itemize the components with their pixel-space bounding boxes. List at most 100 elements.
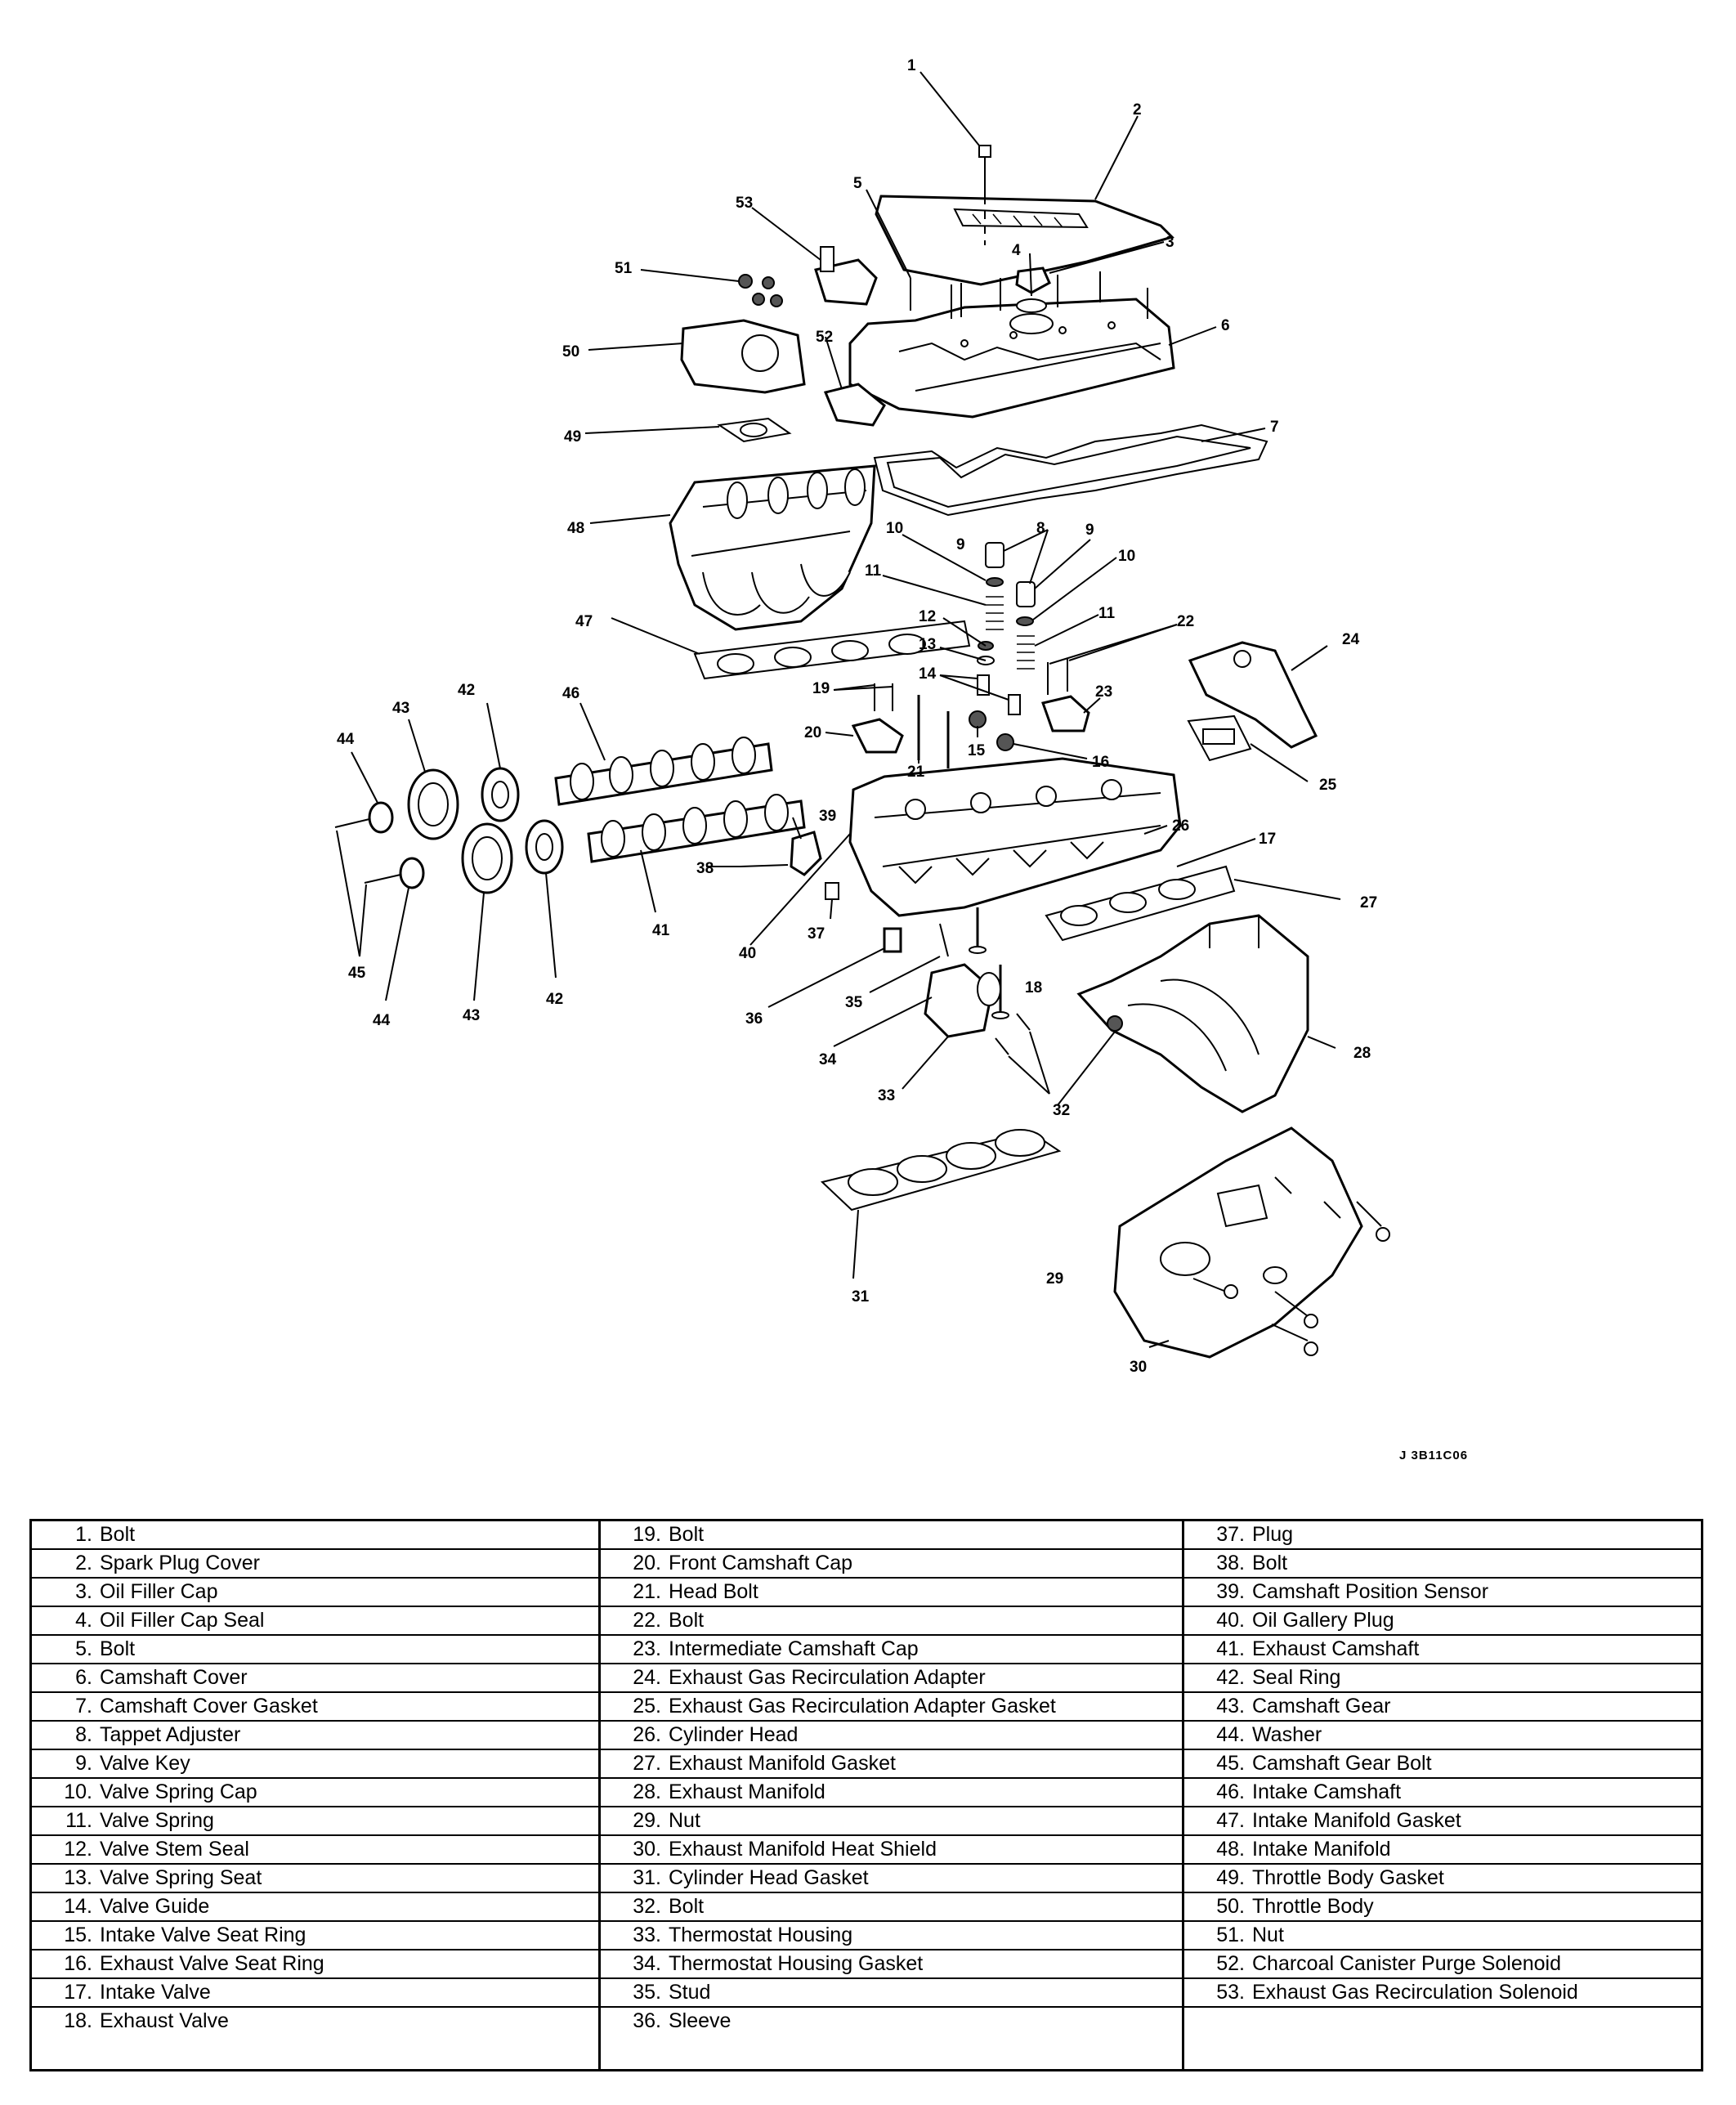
legend-item-name: Bolt	[669, 1609, 705, 1632]
legend-item-name: Oil Gallery Plug	[1252, 1609, 1394, 1632]
legend-row: 40.Oil Gallery Plug	[1184, 1607, 1701, 1636]
legend-item-name: Exhaust Gas Recirculation Adapter Gasket	[669, 1695, 1056, 1718]
legend-item-number: 39.	[1216, 1580, 1245, 1603]
callout-11b: 11	[1098, 605, 1116, 622]
legend-row: 11.Valve Spring	[32, 1807, 598, 1836]
legend-item-name: Exhaust Camshaft	[1252, 1637, 1420, 1660]
callout-15: 15	[968, 742, 986, 759]
leader-lines	[336, 71, 1341, 1348]
exhaust-manifold-heat-shield	[1113, 1126, 1363, 1359]
legend-row: 7.Camshaft Cover Gasket	[32, 1693, 598, 1722]
legend-item-number: 26.	[633, 1723, 661, 1746]
legend-row: 19.Bolt	[601, 1521, 1182, 1550]
callout-9a: 9	[956, 536, 965, 553]
legend-item-number: 8.	[75, 1723, 92, 1746]
callout-28: 28	[1353, 1045, 1371, 1062]
legend-item-name: Thermostat Housing Gasket	[669, 1952, 924, 1975]
oil-filler-cap	[1015, 266, 1051, 313]
legend-item-name: Intake Valve Seat Ring	[100, 1924, 306, 1946]
legend-row: 30.Exhaust Manifold Heat Shield	[601, 1836, 1182, 1865]
callout-25: 25	[1319, 777, 1337, 794]
callout-53: 53	[736, 195, 753, 212]
legend-item-name: Nut	[669, 1809, 700, 1832]
legend-item-name: Exhaust Gas Recirculation Adapter	[669, 1666, 986, 1689]
legend-row: 22. Bolt	[601, 1607, 1182, 1636]
legend-row: 1.Bolt	[32, 1521, 598, 1550]
legend-item-name: Oil Filler Cap Seal	[100, 1609, 265, 1632]
callout-42b: 42	[546, 991, 563, 1008]
legend-row: 53.Exhaust Gas Recirculation Solenoid	[1184, 1979, 1701, 2008]
legend-item-name: Intake Camshaft	[1252, 1780, 1402, 1803]
valves	[969, 907, 1009, 1019]
legend-item-number: 46.	[1216, 1780, 1245, 1803]
legend-item-number: 12.	[64, 1838, 92, 1861]
callout-33: 33	[878, 1087, 895, 1104]
callout-42a: 42	[458, 682, 475, 699]
legend-item-number: 9.	[75, 1752, 92, 1775]
legend-row: 26.Cylinder Head	[601, 1722, 1182, 1750]
callout-16: 16	[1092, 754, 1109, 771]
legend-item-name: Throttle Body	[1252, 1895, 1374, 1918]
legend-item-number: 22.	[633, 1609, 661, 1632]
legend-row: 6.Camshaft Cover	[32, 1664, 598, 1693]
legend-item-number: 34.	[633, 1952, 661, 1975]
legend-item-name: Bolt	[1252, 1552, 1288, 1574]
camshaft-gears	[334, 767, 564, 894]
callout-44a: 44	[337, 731, 355, 748]
cover-bolts	[910, 271, 1148, 319]
legend-row: 50.Throttle Body	[1184, 1893, 1701, 1922]
heat-shield-bolts	[1192, 1201, 1390, 1356]
legend-item-number: 31.	[633, 1866, 661, 1889]
legend-item-number: 44.	[1216, 1723, 1245, 1746]
callout-37: 37	[808, 925, 825, 943]
legend-item-number: 16.	[64, 1952, 92, 1975]
callout-38: 38	[696, 860, 714, 877]
thermostat-housing	[924, 963, 1031, 1055]
legend-row: 39.Camshaft Position Sensor	[1184, 1579, 1701, 1607]
callout-34: 34	[819, 1051, 837, 1068]
callout-11a: 11	[865, 562, 882, 580]
legend-item-name: Oil Filler Cap	[100, 1580, 218, 1603]
legend-row: 21.Head Bolt	[601, 1579, 1182, 1607]
legend-row: 8.Tappet Adjuster	[32, 1722, 598, 1750]
legend-item-number: 3.	[75, 1580, 92, 1603]
callout-30: 30	[1130, 1359, 1147, 1376]
legend-row: 12.Valve Stem Seal	[32, 1836, 598, 1865]
callout-50: 50	[562, 343, 579, 361]
legend-item-name: Head Bolt	[669, 1580, 758, 1603]
exploded-view-drawing: 1 2 3 4 5 6 7 8 9 9 10 10 11 11 12 13 14…	[334, 57, 1390, 1376]
callout-17: 17	[1259, 831, 1276, 848]
legend-row: 9.Valve Key	[32, 1750, 598, 1779]
intake-manifold	[669, 464, 876, 631]
figure-reference-code: J 3B11C06	[1399, 1449, 1469, 1462]
legend-row: 49.Throttle Body Gasket	[1184, 1865, 1701, 1893]
callout-46: 46	[562, 685, 579, 702]
callout-19: 19	[812, 680, 830, 697]
legend-item-name: Bolt	[669, 1523, 705, 1546]
callout-32: 32	[1053, 1102, 1070, 1119]
callout-3: 3	[1166, 234, 1174, 251]
legend-item-number: 42.	[1216, 1666, 1245, 1689]
legend-item-name: Cylinder Head Gasket	[669, 1866, 869, 1889]
valve-train	[969, 542, 1036, 751]
legend-row: 13.Valve Spring Seat	[32, 1865, 598, 1893]
legend-item-name: Bolt	[100, 1637, 136, 1660]
legend-row: 45.Camshaft Gear Bolt	[1184, 1750, 1701, 1779]
exhaust-camshaft	[587, 794, 806, 863]
legend-item-number: 17.	[64, 1981, 92, 2004]
legend-row: 25.Exhaust Gas Recirculation Adapter Gas…	[601, 1693, 1182, 1722]
callout-10a: 10	[886, 520, 903, 537]
callout-43b: 43	[463, 1007, 480, 1024]
legend-item-number: 18.	[64, 2009, 92, 2032]
legend-row: 47.Intake Manifold Gasket	[1184, 1807, 1701, 1836]
callout-44b: 44	[373, 1012, 391, 1029]
legend-item-name: Bolt	[100, 1523, 136, 1546]
egr-solenoid	[814, 246, 878, 306]
camshaft-position-sensor	[740, 831, 822, 876]
callout-4: 4	[1012, 242, 1021, 259]
callout-14: 14	[919, 665, 937, 683]
legend-row: 38.Bolt	[1184, 1550, 1701, 1579]
nut	[1107, 1015, 1123, 1032]
cylinder-head-gasket	[820, 1129, 1062, 1211]
legend-item-name: Exhaust Manifold Gasket	[669, 1752, 896, 1775]
